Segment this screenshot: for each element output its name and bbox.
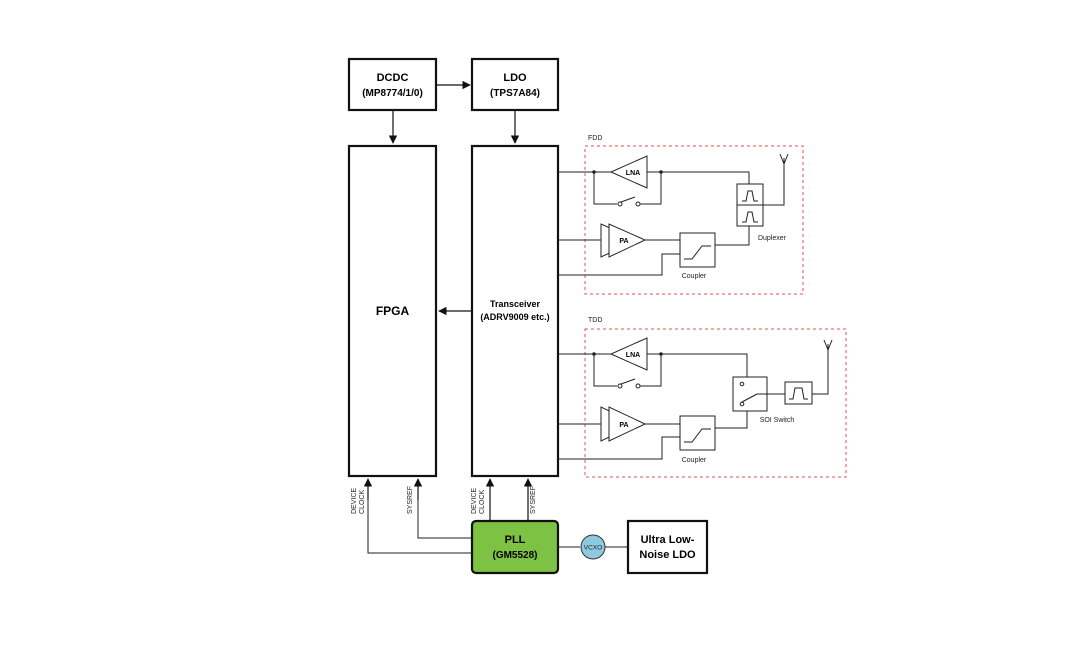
fpga-title: FPGA: [376, 304, 410, 318]
tdd-pa-label: PA: [619, 422, 628, 429]
fdd-title: FDD: [588, 135, 602, 142]
fdd-coupler: Coupler: [679, 232, 716, 280]
vcxo: VCXO: [580, 534, 606, 560]
ultra-ldo-line2: Noise LDO: [639, 549, 696, 561]
pll-part: (GM5528): [492, 550, 537, 561]
dcdc-part: (MP8774/1/0): [362, 88, 423, 99]
fdd-section: FDD LNA Duplexer PA: [558, 135, 804, 295]
dcdc-block: DCDC (MP8774/1/0): [347, 57, 438, 112]
fdd-duplexer-label: Duplexer: [758, 235, 787, 242]
fdd-border: [584, 145, 804, 295]
tdd-border: [584, 328, 847, 478]
fdd-duplexer: Duplexer: [736, 183, 787, 242]
sysref-label: SYSREF: [407, 486, 414, 514]
ldo-part: (TPS7A84): [490, 88, 540, 99]
fpga-block: FPGA: [347, 144, 438, 478]
ldo-block: LDO (TPS7A84): [470, 57, 560, 112]
vcxo-label: VCXO: [584, 545, 602, 552]
tdd-coupler: Coupler: [679, 415, 716, 464]
tdd-soi-switch: SOI Switch: [732, 376, 795, 424]
trx-device-clock-label: DEVICE CLOCK: [471, 488, 486, 514]
tdd-section: TDD LNA SOI Switch: [558, 317, 847, 478]
device-clock-line1: DEVICE: [471, 488, 478, 514]
fdd-pa-label: PA: [619, 238, 628, 245]
device-clock-line2: CLOCK: [359, 490, 366, 514]
tdd-coupler-label: Coupler: [682, 457, 707, 464]
device-clock-line1: DEVICE: [351, 488, 358, 514]
fpga-device-clock-label: DEVICE CLOCK: [351, 488, 366, 514]
pll-title: PLL: [505, 534, 526, 546]
tdd-pa-amp: [608, 406, 647, 442]
fdd-lna-label: LNA: [626, 170, 640, 177]
tdd-lna-label: LNA: [626, 352, 640, 359]
fdd-antenna-icon: [779, 153, 789, 165]
tdd-title: TDD: [588, 317, 602, 324]
sysref-label: SYSREF: [530, 486, 537, 514]
ldo-title: LDO: [503, 72, 527, 84]
ultra-ldo-line1: Ultra Low-: [641, 534, 695, 546]
transceiver-title: Transceiver: [490, 299, 541, 309]
pll-block: PLL (GM5528): [470, 519, 560, 575]
fpga-sysref-label: SYSREF: [407, 486, 414, 514]
ultra-ldo-block: Ultra Low- Noise LDO: [626, 519, 709, 575]
device-clock-line2: CLOCK: [479, 490, 486, 514]
trx-sysref-label: SYSREF: [530, 486, 537, 514]
fdd-pa-amp: [608, 223, 647, 258]
fdd-coupler-label: Coupler: [682, 273, 707, 280]
transceiver-block: Transceiver (ADRV9009 etc.): [470, 144, 560, 478]
dcdc-title: DCDC: [377, 72, 409, 84]
tdd-filter: [784, 381, 813, 405]
transceiver-part: (ADRV9009 etc.): [480, 312, 549, 322]
tdd-antenna-icon: [823, 339, 833, 351]
clock-wiring: [363, 478, 533, 554]
tdd-switch-label: SOI Switch: [760, 417, 795, 424]
